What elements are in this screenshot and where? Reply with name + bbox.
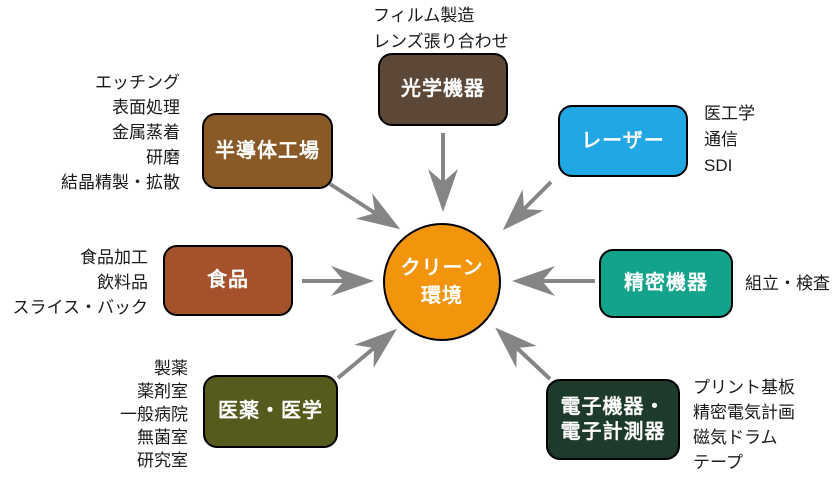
notes-medical: 製薬 薬剤室 一般病院 無菌室 研究室 xyxy=(120,357,188,472)
notes-laser: 医工学 通信 SDI xyxy=(704,101,755,179)
note-line: 一般病院 xyxy=(120,405,188,424)
node-semiconductor: 半導体工場 xyxy=(202,113,333,189)
note-line: 磁気ドラム xyxy=(693,428,778,447)
note-line: 無菌室 xyxy=(137,428,188,447)
node-food: 食品 xyxy=(163,245,293,316)
note-line: 薬剤室 xyxy=(137,382,188,401)
arrow-medical-to-center xyxy=(336,328,398,380)
note-line: 研磨 xyxy=(146,148,180,167)
node-label-line: 電子機器・ xyxy=(560,395,666,418)
node-label: 食品 xyxy=(207,269,249,291)
note-line: 精密電気計画 xyxy=(693,403,795,422)
node-precision: 精密機器 xyxy=(599,249,733,318)
notes-food: 食品加工 飲料品 スライス・バック xyxy=(13,245,149,320)
note-line: 製薬 xyxy=(154,359,188,378)
note-line: 結晶精製・拡散 xyxy=(61,173,180,192)
node-label-line: 電子計測器 xyxy=(560,420,666,443)
node-label: 光学機器 xyxy=(401,78,485,100)
note-line: SDI xyxy=(704,156,733,175)
note-line: テープ xyxy=(693,453,743,472)
note-line: エッチング xyxy=(95,73,180,92)
node-label: 精密機器 xyxy=(624,272,708,294)
center-label-line: クリーン xyxy=(400,257,484,279)
arrow-electronics-to-center xyxy=(495,327,552,381)
note-line: 金属蒸着 xyxy=(112,123,180,142)
note-line: 飲料品 xyxy=(97,273,148,292)
node-medical: 医薬・医学 xyxy=(203,375,338,448)
note-line: スライス・バック xyxy=(12,298,149,317)
node-optical: 光学機器 xyxy=(378,53,508,126)
node-label: レーザー xyxy=(581,129,665,152)
node-laser: レーザー xyxy=(558,105,688,177)
notes-semiconductor: エッチング 表面処理 金属蒸着 研磨 結晶精製・拡散 xyxy=(61,70,180,195)
center-node-clean-environment: クリーン 環境 xyxy=(383,223,501,341)
node-label: 半導体工場 xyxy=(215,139,320,162)
note-line: 医工学 xyxy=(704,104,755,123)
center-label-line: 環境 xyxy=(421,285,463,307)
note-line: 研究室 xyxy=(137,451,188,470)
arrow-laser-to-center xyxy=(502,180,553,231)
note-line: 組立・検査 xyxy=(745,274,830,293)
node-electronics: 電子機器・ 電子計測器 xyxy=(546,379,680,460)
note-line: 表面処理 xyxy=(112,98,180,117)
note-line: 食品加工 xyxy=(80,248,148,267)
node-label: 医薬・医学 xyxy=(218,400,323,422)
notes-electronics: プリント基板 精密電気計画 磁気ドラム テープ xyxy=(693,375,795,475)
note-line: 通信 xyxy=(704,130,738,149)
arrow-semiconductor-to-center xyxy=(328,182,401,230)
note-line: プリント基板 xyxy=(693,378,795,397)
notes-optical: フィルム製造 レンズ張り合わせ xyxy=(373,3,509,55)
note-line: フィルム製造 xyxy=(373,6,475,25)
notes-precision: 組立・検査 xyxy=(745,271,830,296)
note-line: レンズ張り合わせ xyxy=(373,32,509,51)
